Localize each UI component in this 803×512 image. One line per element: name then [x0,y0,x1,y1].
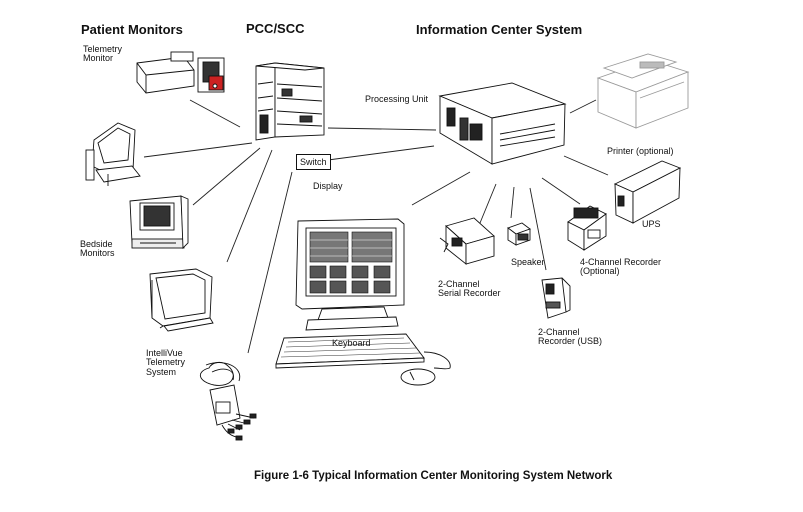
switch-box: Switch [296,154,331,170]
label-ups: UPS [642,219,661,229]
label-keyboard: Keyboard [332,338,371,348]
central-monitor-1 [85,122,141,186]
label-speaker: Speaker [511,257,545,267]
display-monitor [295,218,405,331]
connection-lines [143,99,609,354]
label-four-channel-recorder: 4-Channel Recorder (Optional) [580,257,662,277]
label-serial-recorder: 2-Channel Serial Recorder [438,279,501,299]
bedside-monitor-2 [149,268,214,332]
heading-patient-monitors: Patient Monitors [81,22,183,37]
label-printer: Printer (optional) [607,146,674,156]
label-usb-recorder: 2-Channel Recorder (USB) [538,327,603,347]
figure-caption: Figure 1-6 Typical Information Center Mo… [254,470,613,482]
pcc-scc-rack [255,62,325,141]
telemetry-monitor-device [136,51,225,94]
bedside-monitor [129,195,189,250]
usb-recorder [541,277,571,319]
label-display: Display [313,181,343,191]
label-telemetry-monitor: Telemetry Monitor [83,44,123,64]
heading-pcc-scc: PCC/SCC [246,21,305,36]
keyboard [275,333,425,369]
processing-unit [438,82,567,165]
telemetry-transmitter [200,361,257,441]
label-intellivue-telemetry: IntelliVue Telemetry System [146,348,186,377]
four-channel-recorder [567,205,607,251]
printer [596,53,690,129]
ups [613,160,682,224]
label-processing-unit: Processing Unit [365,94,429,104]
heading-information-center: Information Center System [416,22,583,37]
label-bedside-monitors: Bedside Monitors [80,239,115,259]
speaker [507,222,531,246]
serial-recorder [439,217,495,265]
mouse [400,351,451,386]
